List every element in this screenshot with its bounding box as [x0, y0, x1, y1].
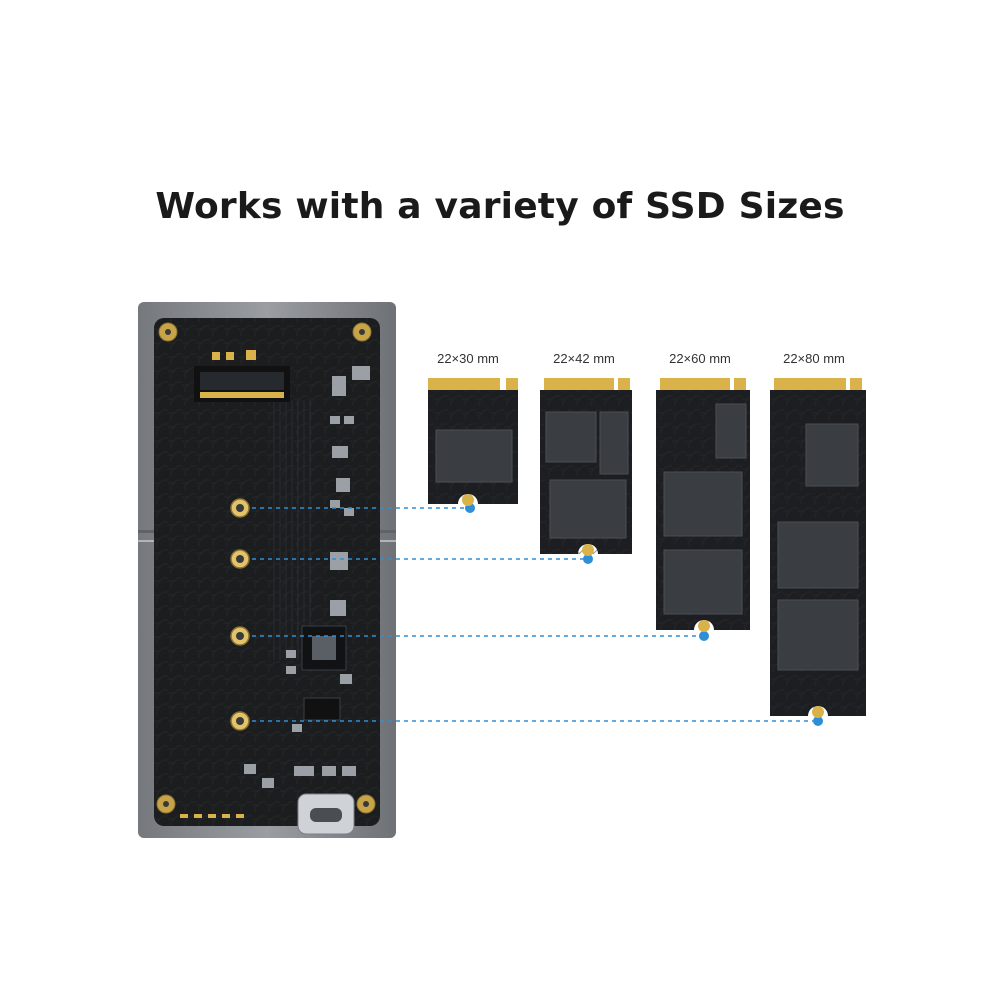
usb-c-port: [297, 793, 355, 835]
mounting-holes: [230, 498, 250, 731]
mount-hole-2280: [230, 711, 250, 731]
guide-lines: [252, 507, 814, 722]
mount-hole-2230: [230, 498, 250, 518]
ssd-2280: [770, 378, 866, 718]
m2-slot: [194, 366, 290, 402]
controller-chip: [301, 625, 347, 671]
enclosure-pcb: [154, 318, 380, 835]
size-label-2260: 22×60 mm: [669, 351, 731, 366]
mount-hole-2260: [230, 626, 250, 646]
size-label-2280: 22×80 mm: [783, 351, 845, 366]
mount-hole-2242: [230, 549, 250, 569]
ssd-2242: [540, 378, 632, 556]
headline: Works with a variety of SSD Sizes: [155, 186, 845, 227]
ssd-2230: [428, 378, 518, 506]
size-label-2230: 22×30 mm: [437, 351, 499, 366]
size-label-2242: 22×42 mm: [553, 351, 615, 366]
ssd-2260: [656, 378, 750, 632]
